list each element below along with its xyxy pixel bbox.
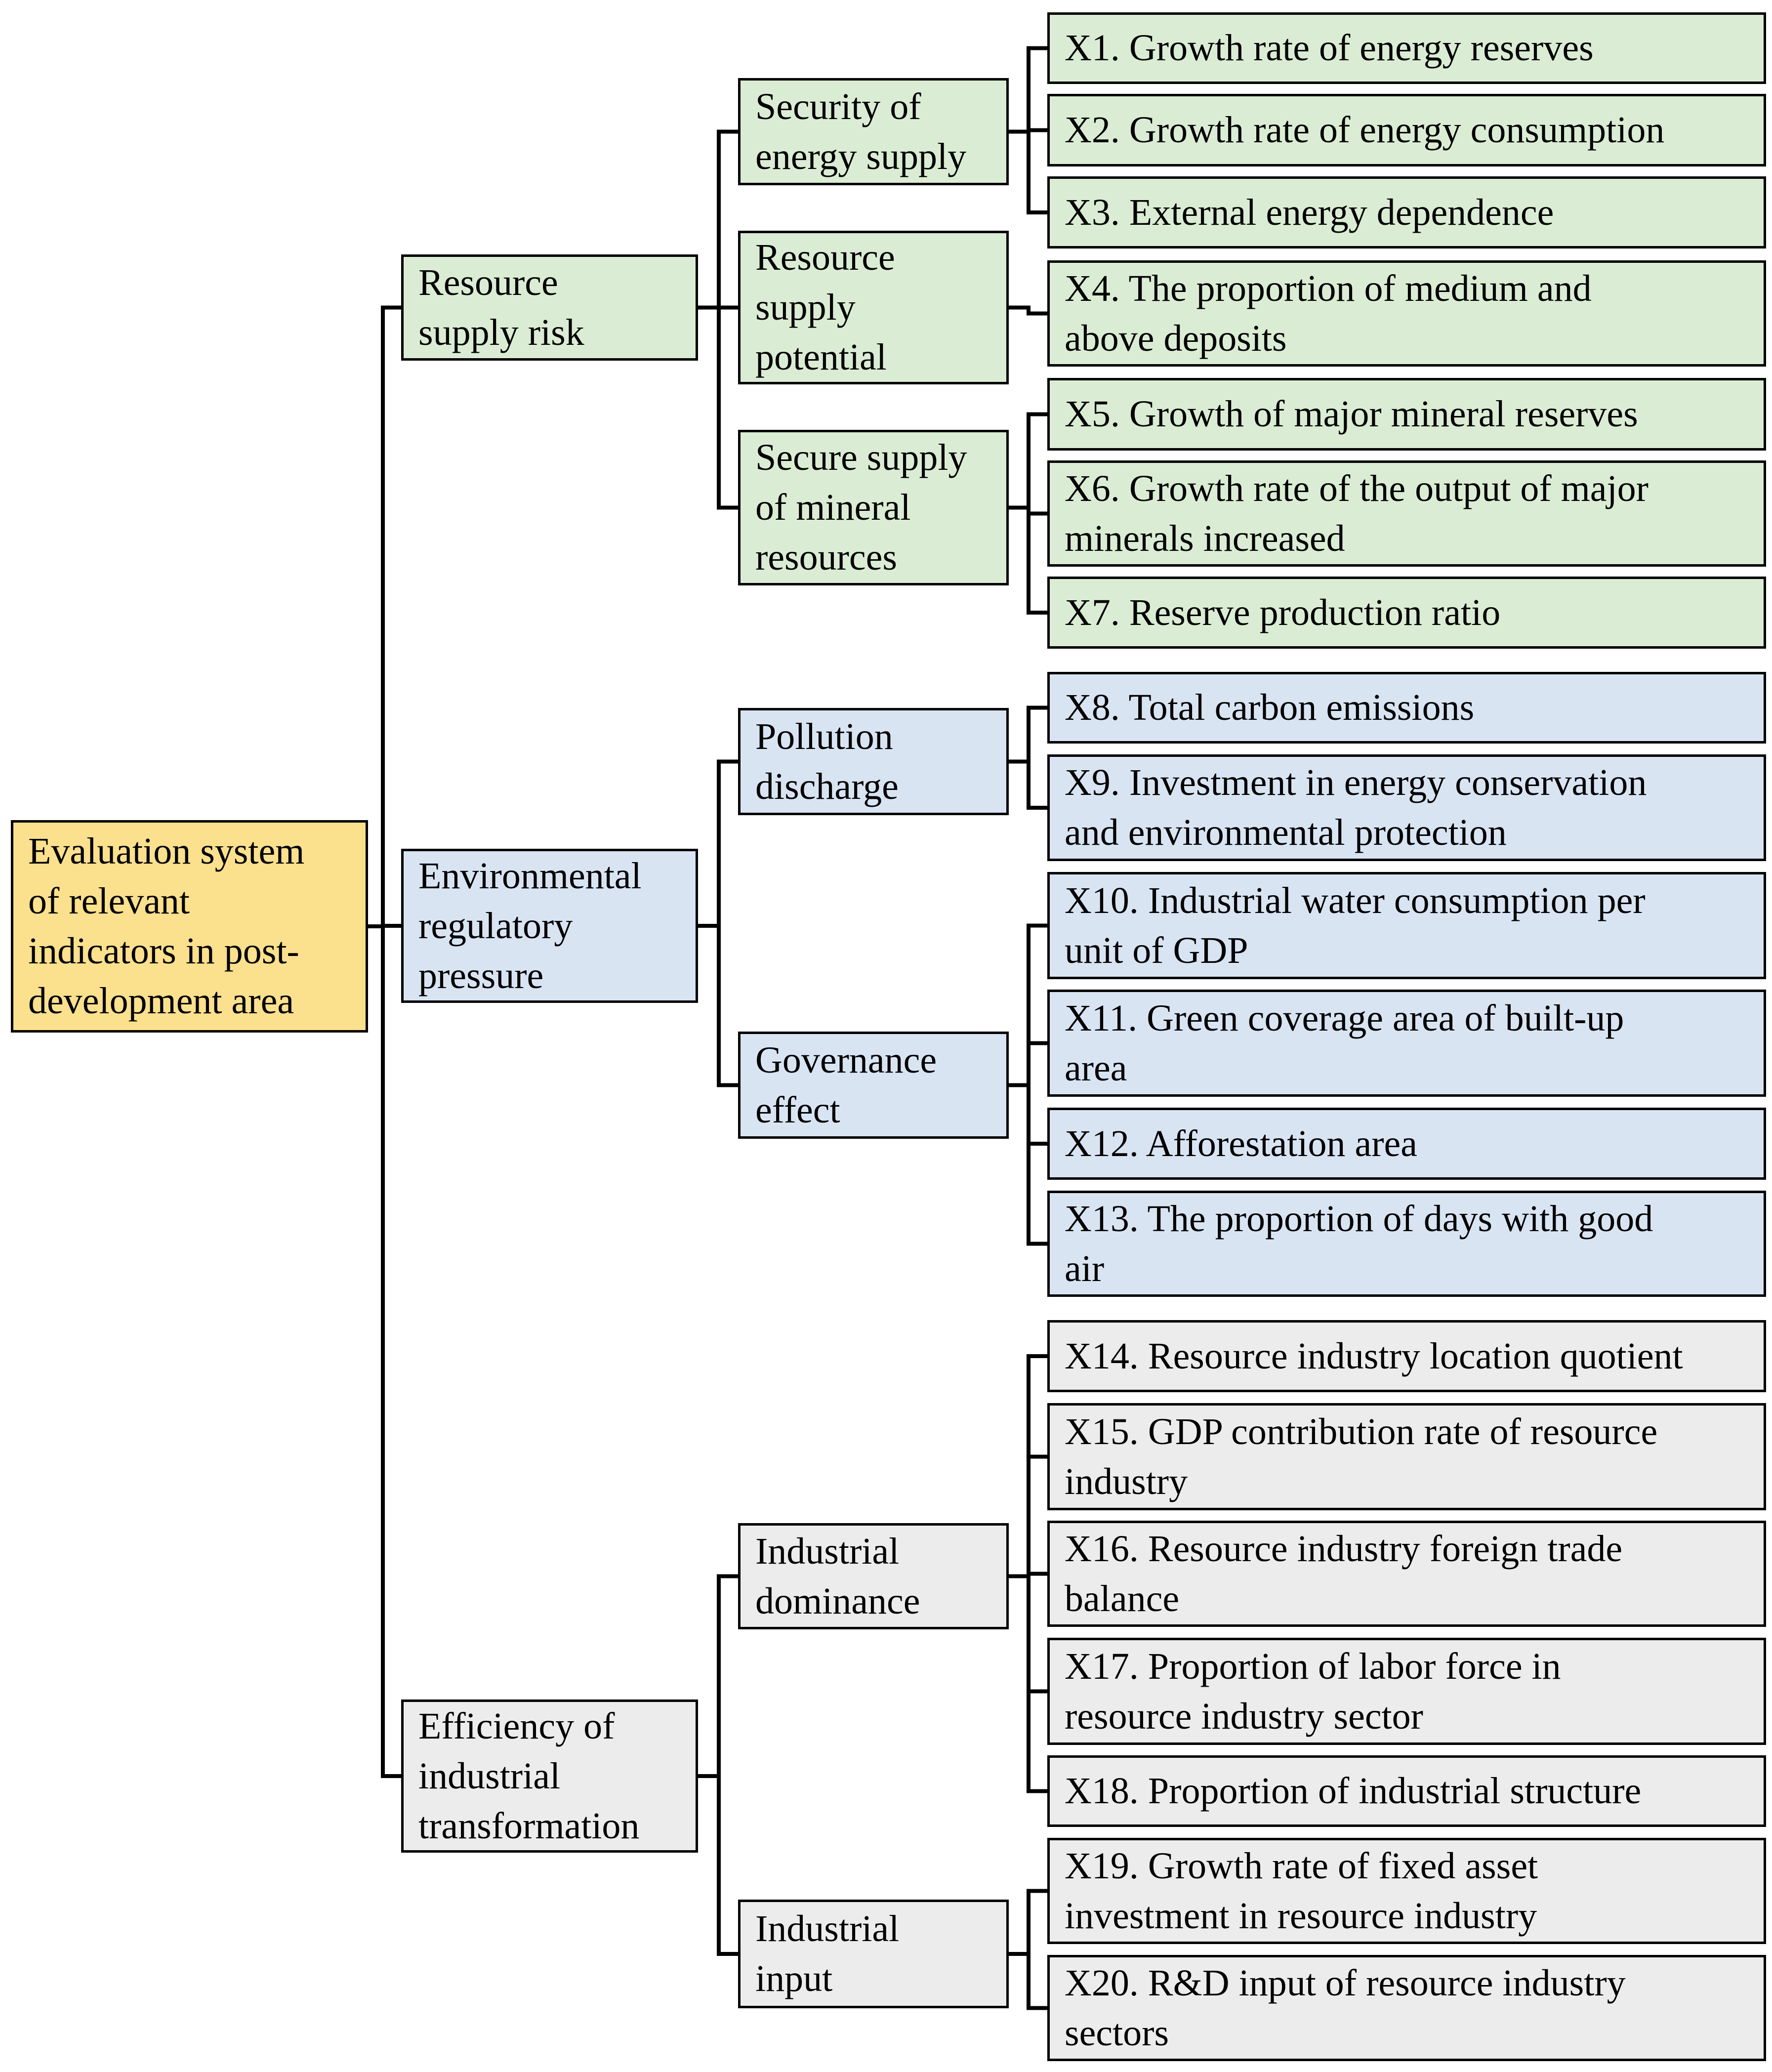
subcategory-pollution-discharge: Pollution discharge (738, 708, 1009, 815)
indicator-label: X18. Proportion of industrial structure (1065, 1770, 1642, 1812)
indicator-x9: X9. Investment in energy conservation an… (1047, 754, 1766, 861)
indicator-label: X12. Afforestation area (1065, 1122, 1418, 1164)
indicator-label: X7. Reserve production ratio (1065, 591, 1501, 633)
indicator-x3: X3. External energy dependence (1047, 176, 1766, 249)
indicator-label: X8. Total carbon emissions (1065, 687, 1475, 728)
indicator-label: X4. The proportion of medium and above d… (1065, 267, 1592, 359)
group-resource-supply-risk: Resource supply risk (401, 254, 698, 361)
indicator-label: X3. External energy dependence (1065, 191, 1554, 233)
indicator-x4: X4. The proportion of medium and above d… (1047, 260, 1766, 367)
indicator-x12: X12. Afforestation area (1047, 1108, 1766, 1180)
subcategory-label: Industrial input (755, 1908, 900, 1999)
indicator-x10: X10. Industrial water consumption per un… (1047, 872, 1766, 979)
indicator-label: X17. Proportion of labor force in resour… (1065, 1645, 1561, 1737)
indicator-x14: X14. Resource industry location quotient (1047, 1320, 1766, 1392)
indicator-x8: X8. Total carbon emissions (1047, 672, 1766, 744)
group-label: Efficiency of industrial transformation (418, 1705, 640, 1847)
indicator-label: X14. Resource industry location quotient (1065, 1335, 1683, 1377)
indicator-label: X10. Industrial water consumption per un… (1065, 879, 1646, 971)
subcategory-resource-supply-potential: Resource supply potential (738, 231, 1009, 384)
subcategory-governance-effect: Governance effect (738, 1032, 1009, 1139)
indicator-label: X13. The proportion of days with good ai… (1065, 1198, 1653, 1289)
indicator-x20: X20. R&D input of resource industry sect… (1047, 1955, 1766, 2061)
indicator-label: X15. GDP contribution rate of resource i… (1065, 1410, 1658, 1502)
indicator-x5: X5. Growth of major mineral reserves (1047, 378, 1766, 451)
indicator-x7: X7. Reserve production ratio (1047, 577, 1766, 649)
group-environmental-regulatory-pressure: Environmental regulatory pressure (401, 849, 698, 1003)
subcategory-industrial-input: Industrial input (738, 1900, 1009, 2008)
indicator-label: X16. Resource industry foreign trade bal… (1065, 1528, 1623, 1619)
subcategory-label: Security of energy supply (755, 85, 967, 177)
subcategory-secure-supply-of-mineral-resources: Secure supply of mineral resources (738, 430, 1009, 585)
indicator-x15: X15. GDP contribution rate of resource i… (1047, 1403, 1766, 1510)
indicator-x19: X19. Growth rate of fixed asset investme… (1047, 1838, 1766, 1944)
indicator-x2: X2. Growth rate of energy consumption (1047, 94, 1766, 166)
subcategory-label: Resource supply potential (755, 237, 895, 378)
indicator-x13: X13. The proportion of days with good ai… (1047, 1191, 1766, 1297)
subcategory-industrial-dominance: Industrial dominance (738, 1523, 1009, 1629)
indicator-label: X20. R&D input of resource industry sect… (1065, 1962, 1626, 2054)
indicator-label: X6. Growth rate of the output of major m… (1065, 467, 1648, 559)
indicator-x1: X1. Growth rate of energy reserves (1047, 12, 1766, 84)
indicator-x17: X17. Proportion of labor force in resour… (1047, 1638, 1766, 1745)
indicator-x18: X18. Proportion of industrial structure (1047, 1755, 1766, 1827)
indicator-label: X2. Growth rate of energy consumption (1065, 109, 1665, 151)
subcategory-label: Industrial dominance (755, 1530, 920, 1622)
subcategory-security-of-energy-supply: Security of energy supply (738, 78, 1009, 185)
indicator-x6: X6. Growth rate of the output of major m… (1047, 460, 1766, 567)
indicator-label: X1. Growth rate of energy reserves (1065, 27, 1594, 69)
indicator-x16: X16. Resource industry foreign trade bal… (1047, 1521, 1766, 1627)
indicator-label: X11. Green coverage area of built-up are… (1065, 997, 1624, 1089)
indicator-label: X19. Growth rate of fixed asset investme… (1065, 1845, 1538, 1937)
group-efficiency-of-industrial-transformation: Efficiency of industrial transformation (401, 1699, 698, 1853)
group-label: Resource supply risk (418, 261, 584, 353)
group-label: Environmental regulatory pressure (418, 855, 642, 996)
root-node: Evaluation system of relevant indicators… (11, 820, 368, 1033)
root-label: Evaluation system of relevant indicators… (28, 830, 305, 1022)
indicator-label: X5. Growth of major mineral reserves (1065, 393, 1638, 435)
subcategory-label: Governance effect (755, 1039, 937, 1131)
subcategory-label: Secure supply of mineral resources (755, 437, 967, 578)
indicator-x11: X11. Green coverage area of built-up are… (1047, 990, 1766, 1097)
subcategory-label: Pollution discharge (755, 715, 899, 807)
indicator-label: X9. Investment in energy conservation an… (1065, 762, 1647, 853)
